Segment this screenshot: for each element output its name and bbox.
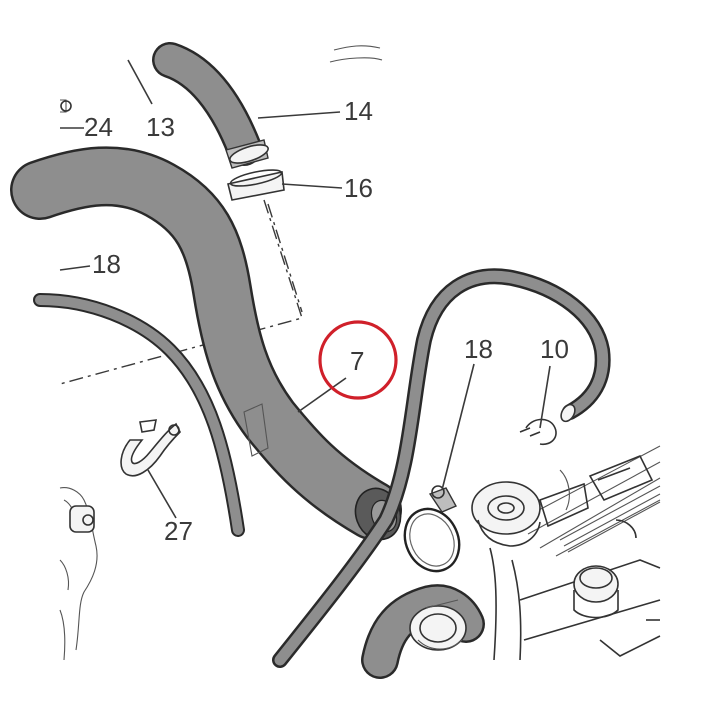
callout-10: 10 — [540, 334, 569, 364]
radiator-cap — [471, 481, 541, 535]
clip-10 — [519, 418, 557, 446]
leader-13 — [127, 59, 153, 105]
hose-14 — [152, 42, 269, 169]
leader-7 — [297, 377, 347, 413]
callout-13: 13 — [146, 112, 175, 142]
leader-18-left — [59, 265, 91, 271]
callout-27: 27 — [164, 516, 193, 546]
bolt-24 — [60, 100, 72, 112]
leader-27 — [147, 469, 177, 519]
callout-labels: 24 13 14 16 18 7 18 10 27 — [84, 96, 569, 546]
leader-16 — [281, 183, 343, 189]
hose-10-loop — [272, 268, 611, 668]
bracket-bolt — [69, 505, 95, 533]
radiator-fins — [559, 485, 661, 553]
highlight-circle — [318, 320, 398, 400]
leader-14 — [257, 111, 341, 119]
leader-18-right — [441, 363, 475, 491]
callout-18-right: 18 — [464, 334, 493, 364]
frame-fragments — [59, 45, 383, 661]
leader-10 — [539, 365, 551, 429]
clamp-16 — [227, 169, 285, 201]
clamp-27 — [120, 419, 181, 477]
leader-lines — [59, 59, 551, 519]
lower-hose — [361, 584, 485, 679]
callout-24: 24 — [84, 112, 113, 142]
callout-16: 16 — [344, 173, 373, 203]
phantom-lines — [59, 199, 303, 385]
filler-cap — [573, 565, 619, 603]
clamp-18-right — [403, 485, 461, 573]
radiator-tank — [471, 445, 661, 661]
callout-7[interactable]: 7 — [350, 346, 364, 376]
hose-18-left — [33, 293, 245, 537]
callout-14: 14 — [344, 96, 373, 126]
callout-18-left: 18 — [92, 249, 121, 279]
